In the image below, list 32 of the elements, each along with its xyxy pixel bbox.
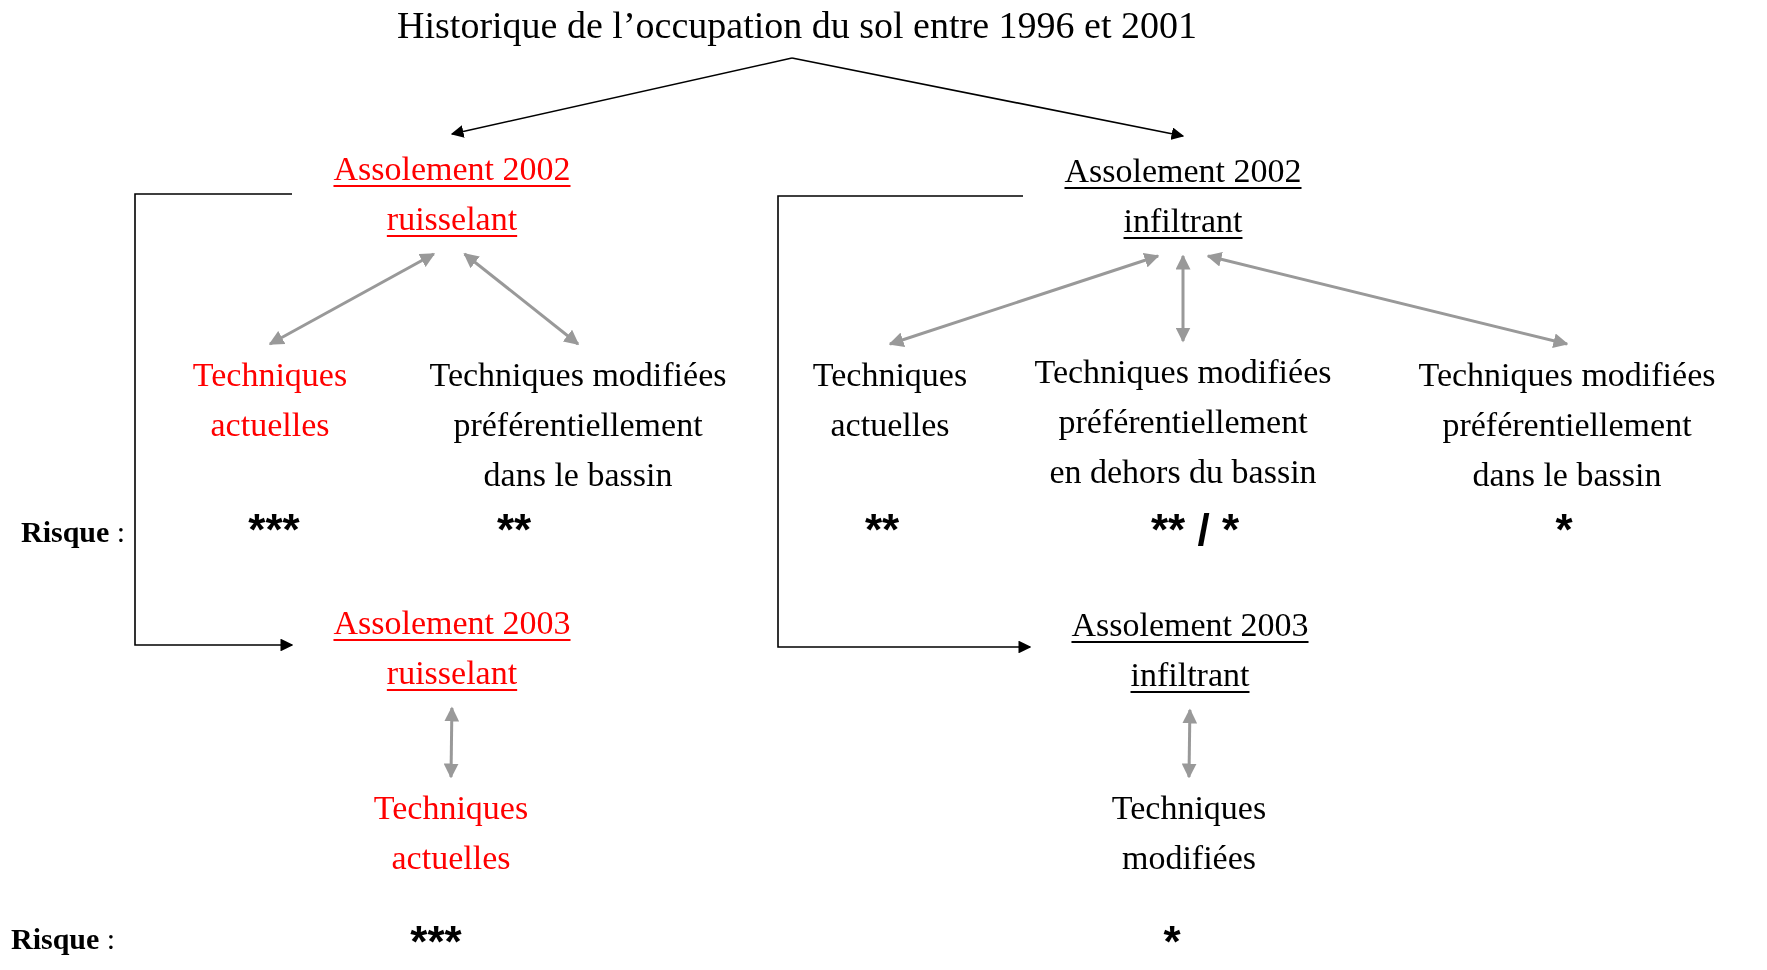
heading-text: Historique de l’occupation du sol entre 1996 et 2001: [347, 0, 1247, 50]
arrow: [268, 252, 436, 346]
arrow: [463, 252, 580, 346]
risk-rating: **: [864, 505, 900, 555]
node-text: Techniques actuelles: [790, 350, 990, 450]
node-text: Techniques modifiées préférentiellement en dehors du bassin: [993, 347, 1373, 497]
arrow: [134, 193, 294, 652]
node-text: Techniques actuelles: [341, 783, 561, 883]
node-text: Assolement 2003 infiltrant: [1030, 600, 1350, 700]
risk-rating: ***: [248, 505, 300, 555]
risk-rating: *: [1555, 505, 1573, 555]
arrow: [443, 706, 460, 779]
node-text: Techniques modifiées préférentiellement dans le bassin: [1377, 350, 1757, 500]
risk-label: Risque :: [21, 515, 126, 549]
arrow: [791, 57, 1185, 140]
risk-rating: ** / *: [1151, 505, 1239, 555]
arrow: [1175, 254, 1191, 343]
node-text: Assolement 2002 ruisselant: [292, 144, 612, 244]
node-text: Assolement 2002 infiltrant: [1023, 146, 1343, 246]
arrow: [777, 195, 1032, 654]
node-text: Techniques modifiées préférentiellement dans le bassin: [388, 350, 768, 500]
arrow: [450, 57, 793, 138]
node-text: Techniques actuelles: [170, 350, 370, 450]
node-text: Assolement 2003 ruisselant: [292, 598, 612, 698]
risk-rating: **: [496, 505, 532, 555]
arrow: [1206, 251, 1569, 349]
risk-rating: ***: [410, 917, 462, 967]
risk-label: Risque :: [11, 922, 116, 956]
risk-rating: *: [1163, 917, 1181, 967]
arrow: [1181, 708, 1198, 779]
arrow: [888, 253, 1160, 347]
node-text: Techniques modifiées: [1079, 783, 1299, 883]
